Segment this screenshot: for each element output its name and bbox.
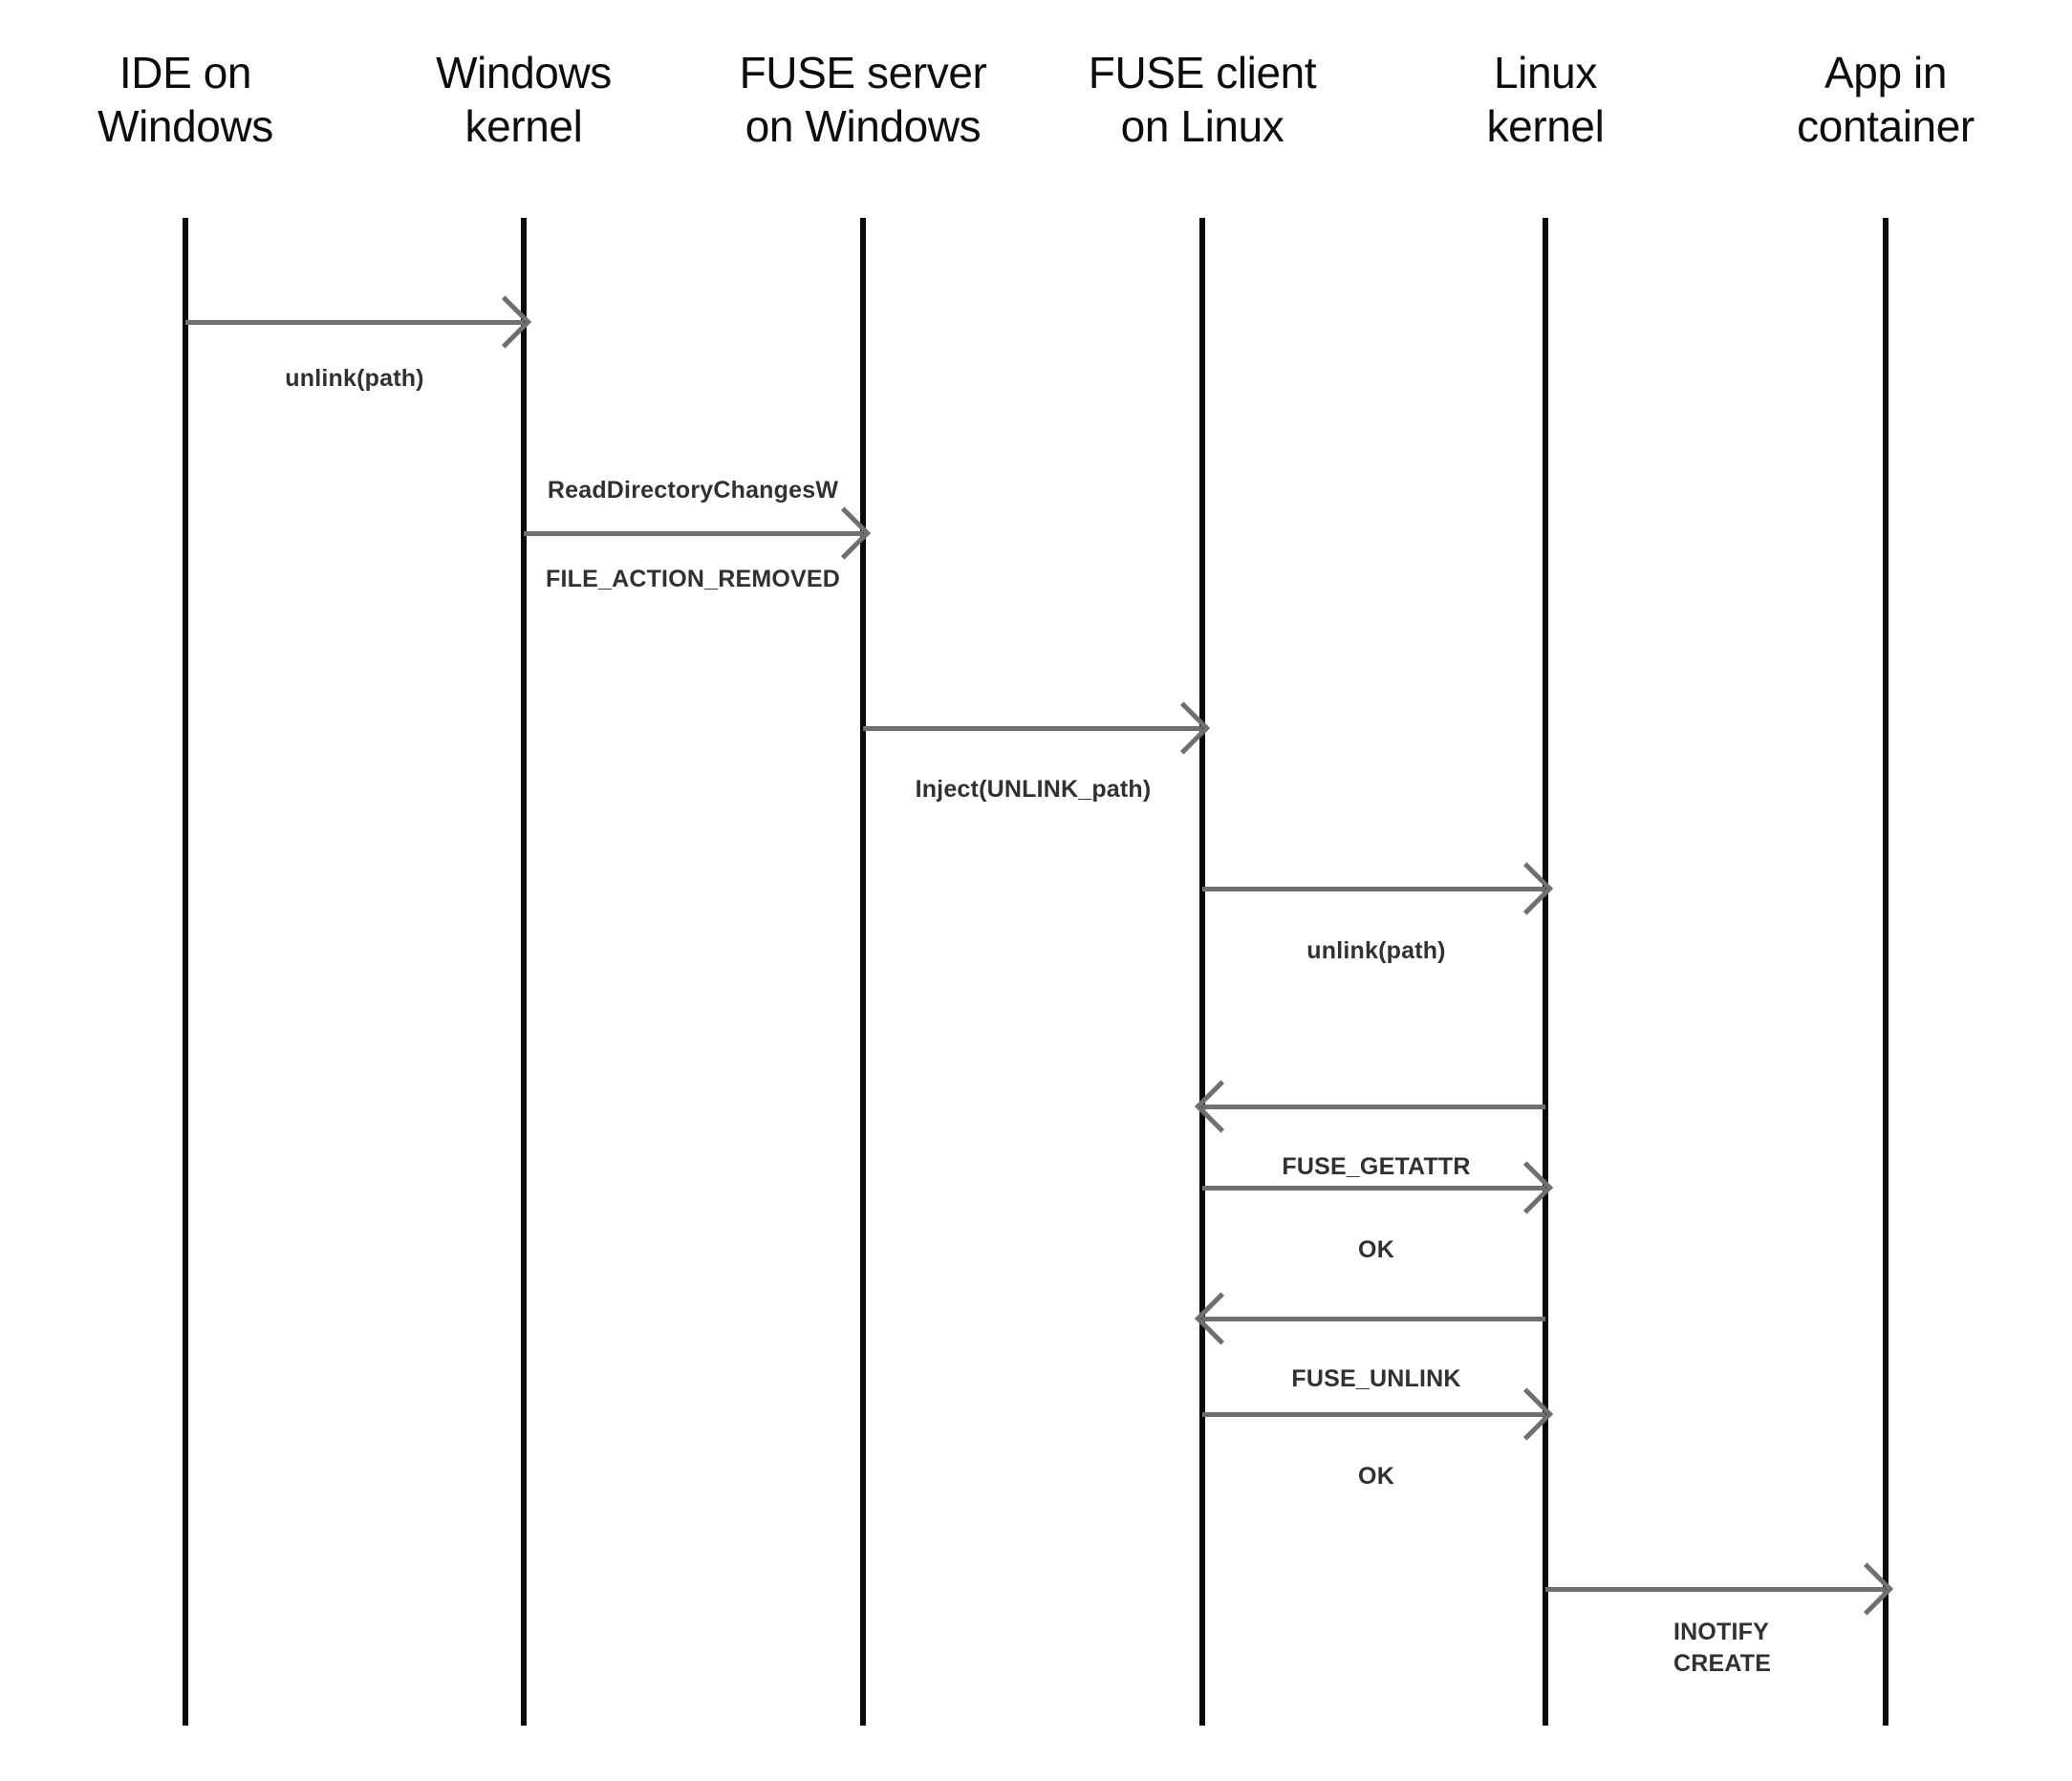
lifeline-ide-on-windows — [183, 218, 188, 1726]
participant-header-ide-on-windows: IDE on Windows — [97, 48, 273, 152]
message-arrow-unlink-path-ide — [185, 320, 524, 325]
lifeline-fuse-client-on-linux — [1199, 218, 1205, 1726]
message-label-fuse-getattr: FUSE_GETATTR — [1282, 1153, 1471, 1180]
lifeline-linux-kernel — [1543, 218, 1548, 1726]
participant-header-fuse-client-on-linux: FUSE client on Linux — [1088, 48, 1317, 152]
message-arrow-unlink-path-client — [1202, 887, 1545, 891]
message-label-unlink-path-client: unlink(path) — [1306, 937, 1446, 964]
message-arrow-fuse-unlink — [1202, 1317, 1545, 1321]
participant-header-app-in-container: App in container — [1797, 48, 1975, 152]
message-arrow-readdirectorychangesw — [524, 531, 863, 536]
message-label-unlink-path-ide: unlink(path) — [285, 365, 424, 392]
participant-header-fuse-server-on-windows: FUSE server on Windows — [739, 48, 987, 152]
message-label-inotify-create: INOTIFY CREATE — [1673, 1619, 1772, 1677]
message-label-getattr-ok: OK — [1358, 1236, 1394, 1263]
message-label-inject-unlink-path: Inject(UNLINK_path) — [915, 776, 1152, 803]
message-label-file-action-removed: FILE_ACTION_REMOVED — [546, 566, 840, 592]
message-arrow-getattr-ok — [1202, 1186, 1545, 1191]
message-arrow-inotify-create — [1545, 1587, 1886, 1592]
message-arrow-inject-unlink-path — [863, 726, 1202, 731]
lifeline-windows-kernel — [521, 218, 527, 1726]
participant-header-linux-kernel: Linux kernel — [1486, 48, 1605, 152]
message-arrow-fuse-getattr — [1202, 1105, 1545, 1109]
lifeline-fuse-server-on-windows — [860, 218, 866, 1726]
message-label-unlink-ok: OK — [1358, 1463, 1394, 1490]
participant-header-windows-kernel: Windows kernel — [436, 48, 612, 152]
message-label-readdirectorychangesw: ReadDirectoryChangesW — [547, 477, 839, 504]
message-label-fuse-unlink: FUSE_UNLINK — [1291, 1365, 1461, 1392]
message-arrow-unlink-ok — [1202, 1412, 1545, 1417]
lifeline-app-in-container — [1883, 218, 1889, 1726]
